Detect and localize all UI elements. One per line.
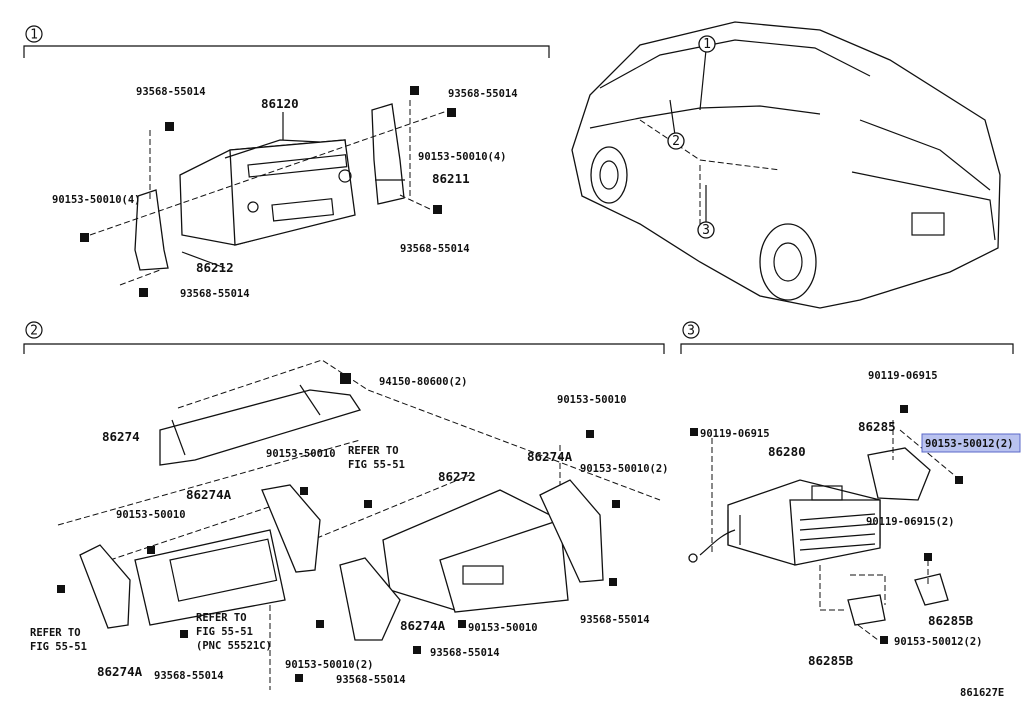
label-90153-50012-2: 90153-50012(2) — [894, 636, 983, 648]
label-86285: 86285 — [858, 419, 896, 434]
section-3-number: 3 — [687, 324, 695, 339]
svg-text:1: 1 — [703, 37, 711, 52]
label-90153-50010-b: 90153-50010 — [116, 509, 186, 521]
label-refer-to-b-1: REFER TO — [196, 612, 247, 624]
label-86212: 86212 — [196, 260, 234, 275]
label-refer-to-a-1: REFER TO — [348, 445, 399, 457]
label-86274A-a: 86274A — [186, 487, 232, 502]
svg-text:2: 2 — [672, 134, 680, 149]
label-86274A-d: 86274A — [400, 618, 446, 633]
label-86272: 86272 — [438, 469, 476, 484]
label-90119-06915-b: 90119-06915 — [700, 428, 770, 440]
label-86120: 86120 — [261, 96, 299, 111]
label-90153-50012-2-highlight[interactable]: 90153-50012(2) — [925, 438, 1014, 450]
label-refer-to-b-3: (PNC 55521C) — [196, 640, 272, 652]
label-93568-55014-g: 93568-55014 — [430, 647, 500, 659]
label-93568-55014-f: 93568-55014 — [580, 614, 650, 626]
label-90119-06915-a: 90119-06915 — [868, 370, 938, 382]
label-86285B-a: 86285B — [928, 613, 974, 628]
label-93568-55014-b: 93568-55014 — [448, 88, 518, 100]
section-1-number: 1 — [30, 28, 38, 43]
label-86274A-b: 86274A — [527, 449, 573, 464]
svg-text:3: 3 — [702, 223, 710, 238]
section-1-drawing — [80, 86, 456, 297]
label-refer-to-c-2: FIG 55-51 — [30, 641, 87, 653]
label-93568-55014-e: 93568-55014 — [154, 670, 224, 682]
label-86211: 86211 — [432, 171, 470, 186]
section-2-header: 2 — [23, 321, 665, 354]
section-2-drawing — [57, 359, 661, 690]
label-refer-to-b-2: FIG 55-51 — [196, 626, 253, 638]
section-1-header: 1 — [23, 25, 550, 58]
label-90153-50010-d: 90153-50010 — [468, 622, 538, 634]
label-90153-50010-4-right: 90153-50010(4) — [418, 151, 507, 163]
label-93568-55014-a: 93568-55014 — [136, 86, 206, 98]
label-86274: 86274 — [102, 429, 140, 444]
vehicle-callout-3: 3 — [697, 221, 715, 239]
section-3-header: 3 — [680, 321, 1014, 354]
diagram-code: 861627E — [960, 687, 1004, 699]
vehicle-callout-2: 2 — [667, 132, 685, 150]
label-93568-55014-h: 93568-55014 — [336, 674, 406, 686]
label-86274A-c: 86274A — [97, 664, 143, 679]
label-94150-80600-2: 94150-80600(2) — [379, 376, 468, 388]
vehicle-callout-1: 1 — [698, 35, 716, 53]
section-2-number: 2 — [30, 324, 38, 339]
label-90119-06915-2: 90119-06915(2) — [866, 516, 955, 528]
label-90153-50010-a: 90153-50010 — [266, 448, 336, 460]
label-90153-50010-2-a: 90153-50010(2) — [580, 463, 669, 475]
label-90153-50010-2-b: 90153-50010(2) — [285, 659, 374, 671]
highlighted-part-label[interactable]: 90153-50012(2) — [921, 433, 1021, 453]
label-refer-to-c-1: REFER TO — [30, 627, 81, 639]
label-90153-50010-4-left: 90153-50010(4) — [52, 194, 141, 206]
section-3-drawing — [688, 405, 963, 644]
label-86285B-b: 86285B — [808, 653, 854, 668]
label-86280: 86280 — [768, 444, 806, 459]
highlight-box — [921, 433, 1021, 453]
label-93568-55014-c: 93568-55014 — [400, 243, 470, 255]
label-refer-to-a-2: FIG 55-51 — [348, 459, 405, 471]
label-93568-55014-d: 93568-55014 — [180, 288, 250, 300]
vehicle-illustration — [571, 21, 1001, 309]
label-90153-50010-c: 90153-50010 — [557, 394, 627, 406]
